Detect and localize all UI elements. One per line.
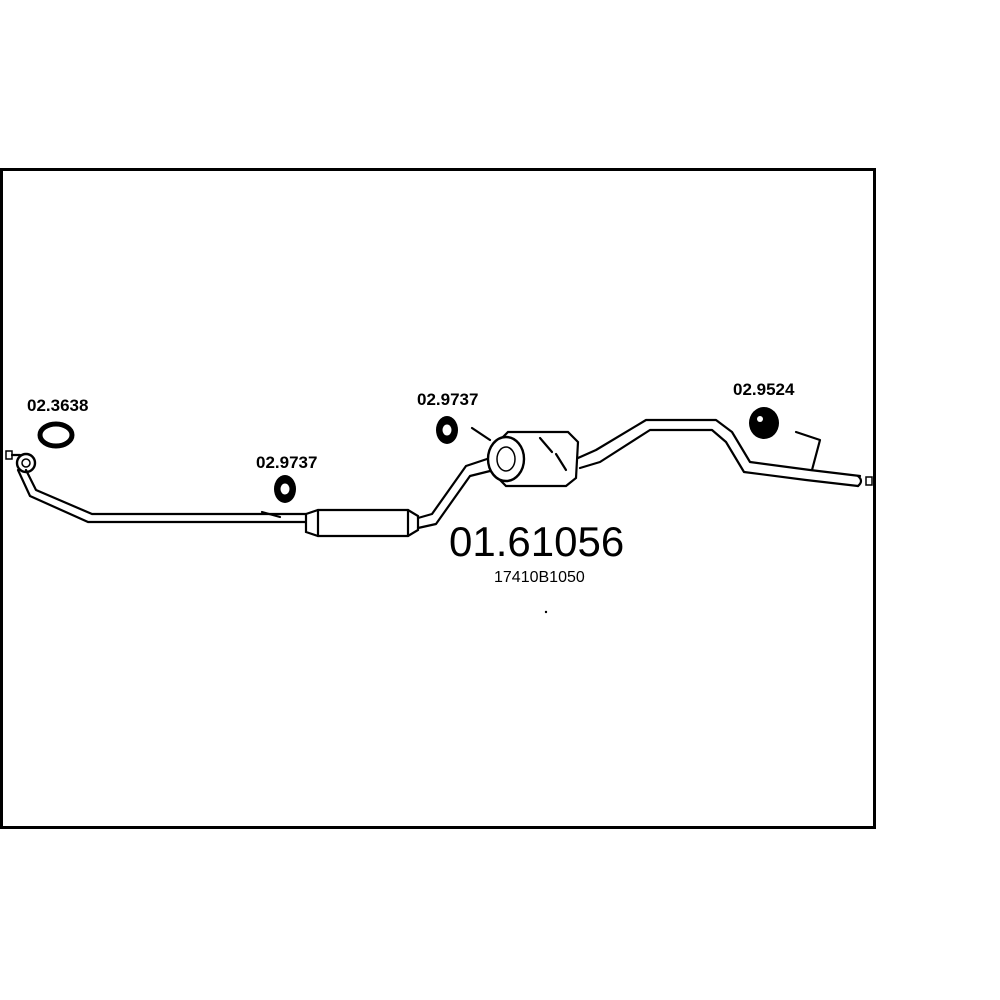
- part-label-gasket: 02.3638: [27, 396, 88, 415]
- rear-silencer[interactable]: [470, 426, 580, 488]
- stray-dot: [544, 610, 548, 614]
- rubber-mount-icon[interactable]: [749, 407, 779, 439]
- drawing-frame: [0, 168, 876, 829]
- part-label-mount-front: 02.9737: [256, 453, 317, 472]
- part-label-mount-middle: 02.9737: [417, 390, 478, 409]
- tail-pipe[interactable]: [576, 418, 873, 488]
- rubber-mount-icon[interactable]: [274, 475, 296, 503]
- center-silencer[interactable]: [304, 508, 420, 538]
- oem-number: 17410B1050: [494, 569, 585, 586]
- rubber-mount-icon[interactable]: [436, 416, 458, 444]
- main-part-number: 01.61056: [449, 518, 624, 565]
- intermediate-pipe[interactable]: [416, 456, 496, 530]
- gasket-ring-icon[interactable]: [37, 421, 75, 449]
- part-label-mount-rear: 02.9524: [733, 380, 795, 399]
- front-pipe[interactable]: [5, 450, 308, 524]
